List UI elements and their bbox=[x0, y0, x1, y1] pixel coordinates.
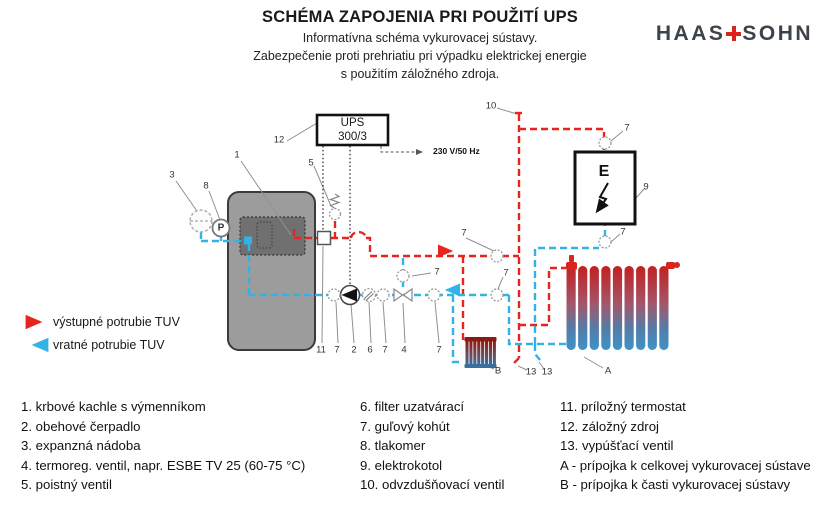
ups-label-line1: UPS bbox=[340, 117, 365, 129]
power-output-line bbox=[380, 146, 423, 155]
gauge-letter: P bbox=[217, 222, 225, 234]
ball-valves bbox=[327, 136, 612, 302]
legend-column-3: 11. príložný termostat 12. záložný zdroj… bbox=[560, 397, 831, 495]
legend-item: A - prípojka k celkovej vykurovacej súst… bbox=[560, 457, 811, 473]
callout-7-boiler-top-valve: 7 bbox=[624, 122, 630, 134]
callout-9: 9 bbox=[643, 181, 649, 193]
callout-7-pump-left-valve: 7 bbox=[334, 344, 340, 356]
callout-4: 4 bbox=[401, 344, 407, 356]
stove-body bbox=[227, 191, 316, 351]
callout-7-mid-valve: 7 bbox=[436, 344, 442, 356]
callout-3: 3 bbox=[169, 169, 175, 181]
boiler-letter: E bbox=[598, 163, 610, 180]
legend-column-2: 6. filter uzatvárací 7. guľový kohút 8. … bbox=[360, 397, 700, 495]
callout-1: 1 bbox=[234, 149, 240, 161]
safety-valve bbox=[328, 193, 342, 221]
legend-item: 12. záložný zdroj bbox=[560, 418, 659, 434]
callout-8: 8 bbox=[203, 180, 209, 192]
ups-label: UPS 300/3 bbox=[317, 117, 388, 144]
callout-10: 10 bbox=[485, 100, 497, 112]
radiator-a-valve bbox=[566, 262, 577, 270]
legend-item: 7. guľový kohút bbox=[360, 418, 450, 434]
lightning-bolt-icon bbox=[595, 182, 609, 214]
callout-b: B bbox=[494, 365, 502, 377]
thermoregulation-valve bbox=[393, 287, 413, 303]
page-title: SCHÉMA ZAPOJENIA PRI POUŽITÍ UPS bbox=[262, 8, 578, 26]
legend-item: 1. krbové kachle s výmenníkom bbox=[21, 399, 206, 414]
callout-leader-lines bbox=[175, 107, 646, 371]
power-rating-label: 230 V/50 Hz bbox=[433, 146, 480, 156]
legend-item: 9. elektrokotol bbox=[360, 457, 443, 473]
callout-a: A bbox=[604, 365, 612, 377]
exchanger-return-port bbox=[244, 236, 252, 245]
callout-13-blue-drain: 13 bbox=[541, 366, 553, 378]
logo-plus-icon bbox=[726, 26, 742, 41]
expansion-vessel bbox=[189, 209, 213, 233]
legend-item: 11. príložný termostat bbox=[560, 399, 686, 414]
legend-item: 6. filter uzatvárací bbox=[360, 399, 465, 414]
legend-item: 8. tlakomer bbox=[360, 438, 426, 454]
legend-item: B - prípojka k časti vykurovacej sústavy bbox=[560, 477, 791, 493]
shutoff-filter bbox=[361, 287, 377, 303]
return-pipe-legend-label: vratné potrubie TUV bbox=[53, 338, 165, 352]
callout-13-red-drain: 13 bbox=[525, 366, 537, 378]
radiator-a bbox=[566, 255, 680, 350]
callout-5: 5 bbox=[308, 157, 314, 169]
electric-boiler bbox=[573, 150, 637, 226]
callout-7-filter-valve: 7 bbox=[382, 344, 388, 356]
subtitle-line-1: Informatívna schéma vykurovacej sústavy. bbox=[302, 31, 538, 45]
legend-item: 10. odvzdušňovací ventil bbox=[360, 477, 505, 493]
brand-logo: HAAS SOHN bbox=[652, 22, 817, 46]
callout-6: 6 bbox=[367, 344, 373, 356]
subtitle-line-2: Zabezpečenie proti prehriatiu pri výpadk… bbox=[253, 49, 587, 63]
callout-7-return-valve: 7 bbox=[503, 267, 509, 279]
legend-item: 4. termoreg. ventil, napr. ESBE TV 25 (6… bbox=[21, 457, 306, 473]
subtitle-line-3: s použitím záložného zdroja. bbox=[340, 67, 500, 81]
ups-label-line2: 300/3 bbox=[338, 130, 367, 143]
callout-7-boiler-bottom-valve: 7 bbox=[620, 226, 626, 238]
callout-7-supply-valve: 7 bbox=[461, 227, 467, 239]
callout-2: 2 bbox=[351, 344, 357, 356]
legend-column-1: 1. krbové kachle s výmenníkom 2. obehové… bbox=[21, 397, 361, 495]
strap-on-thermostat bbox=[316, 230, 332, 246]
electrical-lines bbox=[322, 146, 351, 286]
legend-item: 3. expanzná nádoba bbox=[21, 438, 141, 454]
legend-item: 2. obehové čerpadlo bbox=[21, 418, 141, 434]
pressure-gauge bbox=[211, 218, 231, 238]
circulation-pump bbox=[339, 284, 361, 306]
logo-text-left: HAAS bbox=[655, 22, 726, 45]
legend-item: 5. poistný ventil bbox=[21, 477, 112, 493]
supply-pipe-legend-label: výstupné potrubie TUV bbox=[53, 315, 180, 329]
callout-12: 12 bbox=[273, 134, 285, 146]
logo-text-right: SOHN bbox=[742, 22, 814, 45]
callout-7-bypass-valve: 7 bbox=[434, 266, 440, 278]
radiator-b bbox=[464, 337, 497, 368]
legend-item: 13. vypúšťací ventil bbox=[560, 438, 674, 454]
callout-11: 11 bbox=[316, 344, 326, 356]
ups-box bbox=[315, 113, 390, 147]
